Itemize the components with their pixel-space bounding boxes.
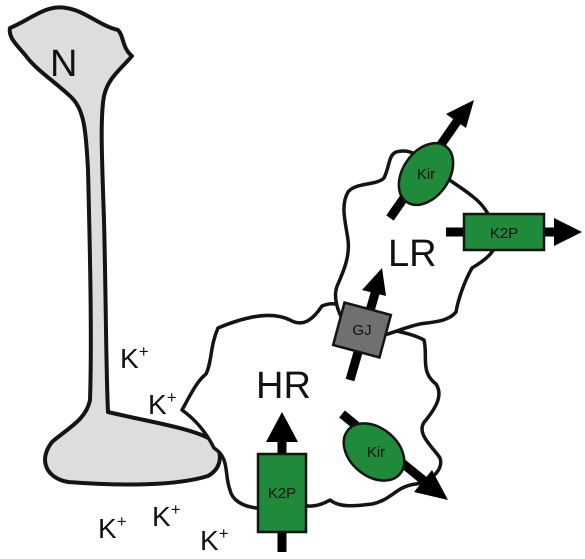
svg-text:Kir: Kir [417, 166, 435, 183]
svg-text:K+: K+ [120, 342, 149, 374]
k2p-channel-lr: K2P [446, 212, 582, 252]
svg-text:K+: K+ [148, 388, 177, 420]
svg-text:Kir: Kir [367, 444, 385, 461]
ion-k-4: K+ [152, 500, 181, 532]
ion-k-1: K+ [120, 342, 149, 374]
svg-text:K2P: K2P [268, 485, 296, 502]
ion-k-3: K+ [98, 512, 127, 544]
svg-text:GJ: GJ [352, 322, 371, 339]
hr-label: HR [256, 365, 311, 407]
kir-channel-hr: Kir [339, 410, 448, 500]
ion-k-2: K+ [148, 388, 177, 420]
neuron-cell [7, 5, 222, 487]
neuron-label: N [50, 43, 77, 85]
hr-cell [180, 301, 443, 514]
lr-label: LR [388, 233, 437, 275]
svg-text:K+: K+ [152, 500, 181, 532]
svg-text:K2P: K2P [490, 225, 518, 242]
gap-junction: GJ [331, 268, 393, 382]
ion-k-5: K+ [200, 524, 229, 556]
k2p-channel-hr: K2P [256, 412, 308, 552]
svg-text:K+: K+ [98, 512, 127, 544]
kir-channel-lr: Kir [386, 100, 474, 221]
svg-text:K+: K+ [200, 524, 229, 556]
